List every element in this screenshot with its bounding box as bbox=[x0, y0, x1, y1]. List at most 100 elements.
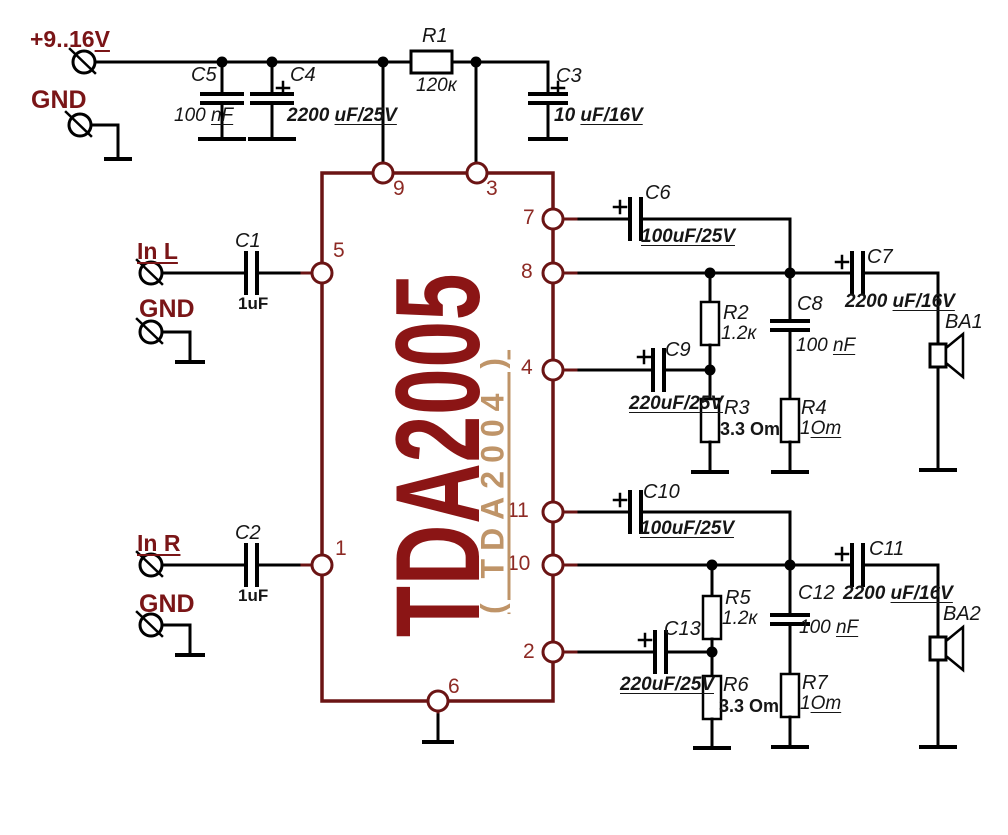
channel2-wiring bbox=[574, 490, 965, 750]
ref-r1: R1 bbox=[422, 25, 448, 47]
ref-ba1: BA1 bbox=[945, 311, 983, 333]
value-c8: 100 nF bbox=[796, 335, 856, 356]
pin-circle-3 bbox=[465, 161, 489, 185]
ic-alt-title: ( TDA2004 ) bbox=[474, 349, 511, 615]
ref-c3: C3 bbox=[556, 65, 582, 87]
value-r2: 1.2к bbox=[721, 323, 757, 344]
speaker-ba1-box bbox=[928, 342, 948, 369]
input-right-chain bbox=[135, 543, 304, 587]
speaker-ba2-box bbox=[928, 635, 948, 662]
capacitor-c3 bbox=[528, 60, 568, 141]
plus-marker-c11 bbox=[834, 546, 850, 562]
ref-r6: R6 bbox=[723, 674, 749, 696]
pin-label-8: 8 bbox=[521, 260, 533, 283]
gnd-label-left1: GND bbox=[139, 295, 195, 323]
ref-r3: R3 bbox=[724, 397, 750, 419]
pin-circle-2 bbox=[541, 640, 565, 664]
resistor-r2-body bbox=[699, 300, 721, 347]
capacitor-c11 bbox=[850, 543, 865, 587]
value-c6: 100uF/25V bbox=[641, 226, 735, 247]
plus-marker-c6 bbox=[612, 199, 628, 215]
ref-r5: R5 bbox=[725, 587, 751, 609]
pin-circle-6 bbox=[426, 689, 450, 713]
speaker-ba1-horn bbox=[944, 331, 965, 380]
speaker-ba2-horn bbox=[944, 624, 965, 673]
capacitor-c7 bbox=[850, 251, 865, 295]
plus-marker-c13 bbox=[637, 632, 653, 648]
value-c9: 220uF/25V bbox=[629, 393, 723, 414]
ref-c1: C1 bbox=[235, 230, 261, 252]
value-c2: 1uF bbox=[238, 586, 269, 605]
ref-c13: C13 bbox=[664, 618, 701, 640]
pin-label-6: 6 bbox=[448, 675, 460, 698]
pin-label-10: 10 bbox=[507, 552, 531, 575]
plus-marker-c10 bbox=[612, 492, 628, 508]
capacitor-c4 bbox=[248, 60, 296, 141]
value-c4: 2200 uF/25V bbox=[287, 105, 397, 126]
capacitor-c13 bbox=[653, 630, 668, 674]
value-c11: 2200 uF/16V bbox=[843, 583, 953, 604]
ref-ba2: BA2 bbox=[943, 603, 981, 625]
terminal-gnd-top bbox=[64, 110, 132, 161]
capacitor-c9 bbox=[651, 348, 666, 392]
channel1-wiring bbox=[574, 197, 965, 474]
pin-circle-8 bbox=[541, 261, 565, 285]
value-c3: 10 uF/16V bbox=[554, 105, 643, 126]
pin-circle-9 bbox=[371, 161, 395, 185]
plus-marker-c9 bbox=[636, 349, 652, 365]
vcc-label: +9..16V bbox=[30, 26, 110, 52]
value-c12: 100 nF bbox=[799, 617, 859, 638]
pin-circle-7 bbox=[541, 207, 565, 231]
value-c7: 2200 uF/16V bbox=[845, 291, 955, 312]
ref-c7: C7 bbox=[867, 246, 893, 268]
pin-circle-10 bbox=[541, 553, 565, 577]
junction-dots bbox=[216, 56, 796, 658]
ref-c12: C12 bbox=[798, 582, 835, 604]
pin-circle-1 bbox=[310, 553, 334, 577]
capacitor-c6 bbox=[628, 197, 643, 241]
plus-marker-c3 bbox=[550, 80, 566, 96]
terminal-gnd-left2 bbox=[135, 610, 205, 657]
pin-circle-11 bbox=[541, 500, 565, 524]
plus-marker-c4 bbox=[275, 80, 291, 96]
pin-label-5: 5 bbox=[333, 239, 345, 262]
ref-c6: C6 bbox=[645, 182, 671, 204]
pin-circle-4 bbox=[541, 358, 565, 382]
terminal-gnd-left1 bbox=[135, 317, 205, 364]
ref-c9: C9 bbox=[665, 339, 691, 361]
capacitor-c8 bbox=[770, 319, 810, 332]
input-left-label: In L bbox=[137, 238, 178, 264]
input-left-chain bbox=[135, 251, 304, 295]
input-right-label: In R bbox=[137, 530, 181, 556]
ref-c4: C4 bbox=[290, 64, 316, 86]
capacitor-c1 bbox=[244, 251, 259, 295]
pin-label-11: 11 bbox=[507, 499, 529, 522]
capacitor-c2 bbox=[244, 543, 259, 587]
ref-r7: R7 bbox=[802, 672, 828, 694]
pin-circle-5 bbox=[310, 261, 334, 285]
value-c13: 220uF/25V bbox=[620, 674, 714, 695]
ref-r4: R4 bbox=[801, 397, 827, 419]
value-r7: 1Om bbox=[800, 693, 842, 714]
pin-label-3: 3 bbox=[486, 177, 498, 200]
value-r3: 3.3 Om bbox=[720, 419, 781, 439]
pin-label-9: 9 bbox=[393, 177, 405, 200]
ref-c10: C10 bbox=[643, 481, 680, 503]
ref-c5: C5 bbox=[191, 64, 217, 86]
capacitor-c10 bbox=[628, 490, 643, 534]
ref-c2: C2 bbox=[235, 522, 261, 544]
value-c5: 100 nF bbox=[174, 105, 234, 126]
resistor-r1-body bbox=[409, 49, 454, 75]
plus-marker-c7 bbox=[834, 254, 850, 270]
value-r5: 1.2к bbox=[722, 608, 758, 629]
value-r4: 1Om bbox=[800, 418, 842, 439]
terminal-vcc bbox=[68, 47, 97, 75]
value-c10: 100uF/25V bbox=[640, 518, 734, 539]
ic-pin-circles bbox=[310, 161, 565, 713]
ref-c8: C8 bbox=[797, 293, 823, 315]
value-r1: 120к bbox=[416, 75, 457, 96]
ref-c11: C11 bbox=[869, 538, 905, 560]
pin-label-1: 1 bbox=[335, 537, 347, 560]
